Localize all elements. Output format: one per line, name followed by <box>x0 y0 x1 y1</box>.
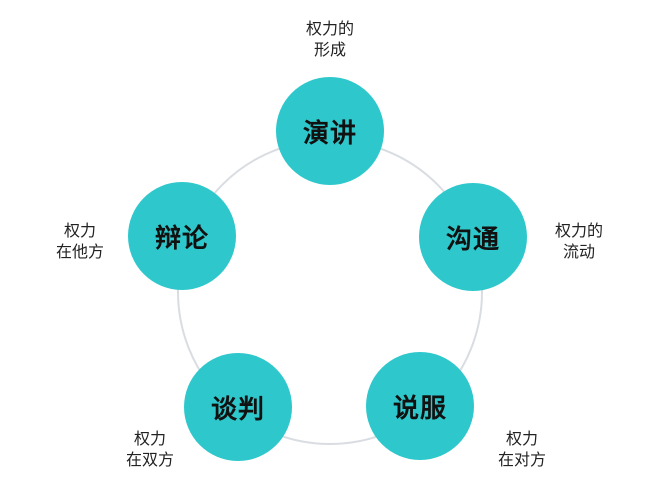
node-debate: 辩论 <box>128 182 236 290</box>
caption-negotiate: 权力 在双方 <box>100 428 200 470</box>
node-speech: 演讲 <box>276 77 384 185</box>
caption-communicate-line-1: 权力的 <box>554 221 603 240</box>
node-communicate-label: 沟通 <box>445 224 500 255</box>
caption-communicate-line-2: 流动 <box>562 242 595 261</box>
node-persuade: 说服 <box>366 352 474 460</box>
caption-debate-line-2: 在他方 <box>55 242 104 261</box>
caption-persuade: 权力 在对方 <box>472 428 572 470</box>
node-communicate: 沟通 <box>419 183 527 291</box>
node-persuade-label: 说服 <box>392 393 447 424</box>
node-negotiate: 谈判 <box>184 353 292 461</box>
caption-persuade-line-1: 权力 <box>505 429 538 448</box>
node-negotiate-label: 谈判 <box>210 394 265 425</box>
caption-negotiate-line-2: 在双方 <box>125 450 174 469</box>
caption-speech-line-2: 形成 <box>313 40 346 59</box>
node-debate-label: 辩论 <box>154 223 209 254</box>
caption-debate-line-1: 权力 <box>63 221 96 240</box>
caption-debate: 权力 在他方 <box>30 220 130 262</box>
caption-negotiate-line-1: 权力 <box>133 429 166 448</box>
caption-communicate: 权力的 流动 <box>529 220 629 262</box>
caption-persuade-line-2: 在对方 <box>497 450 546 469</box>
caption-speech-line-1: 权力的 <box>305 19 354 38</box>
node-speech-label: 演讲 <box>302 118 357 149</box>
caption-speech: 权力的 形成 <box>280 18 380 60</box>
